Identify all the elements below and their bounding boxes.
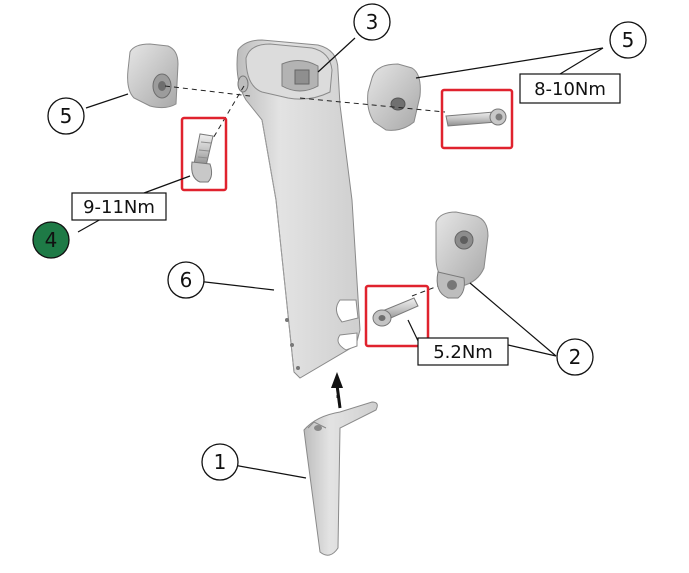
highlight-box-small-bolt [364, 284, 430, 348]
lower-blade-part [303, 401, 378, 556]
left-cap-part [127, 43, 179, 109]
right-bracket-part [435, 211, 489, 299]
svg-text:5: 5 [622, 28, 635, 52]
callout-2: 2 [556, 338, 594, 376]
leader-lines [77, 37, 604, 479]
torque-label-5-2: 5.2Nm [417, 337, 509, 366]
callout-3: 3 [353, 3, 391, 41]
callout-5-right: 5 [609, 21, 647, 59]
svg-text:2: 2 [569, 345, 582, 369]
highlight-box-vertical-bolt [180, 116, 228, 192]
assembly-arrow [331, 372, 343, 409]
callout-1: 1 [201, 443, 239, 481]
torque-text-9-11: 9-11Nm [83, 197, 155, 218]
small-bolt-part [364, 284, 430, 348]
torque-label-9-11: 9-11Nm [71, 192, 167, 221]
torque-text-5-2: 5.2Nm [433, 342, 493, 363]
svg-text:4: 4 [45, 228, 58, 252]
right-cap-part [367, 63, 421, 131]
callout-5-left: 5 [47, 97, 85, 135]
vertical-bolt-part [180, 116, 228, 192]
svg-text:6: 6 [180, 268, 193, 292]
torque-text-8-10: 8-10Nm [534, 79, 606, 100]
svg-text:5: 5 [60, 104, 73, 128]
horizontal-bolt-part [440, 88, 514, 150]
main-arm-part [236, 39, 361, 379]
highlight-box-horizontal-bolt [440, 88, 514, 150]
svg-text:3: 3 [366, 10, 379, 34]
callout-4: 4 [32, 221, 70, 259]
torque-label-8-10: 8-10Nm [519, 73, 621, 104]
svg-text:1: 1 [214, 450, 227, 474]
callout-6: 6 [167, 261, 205, 299]
